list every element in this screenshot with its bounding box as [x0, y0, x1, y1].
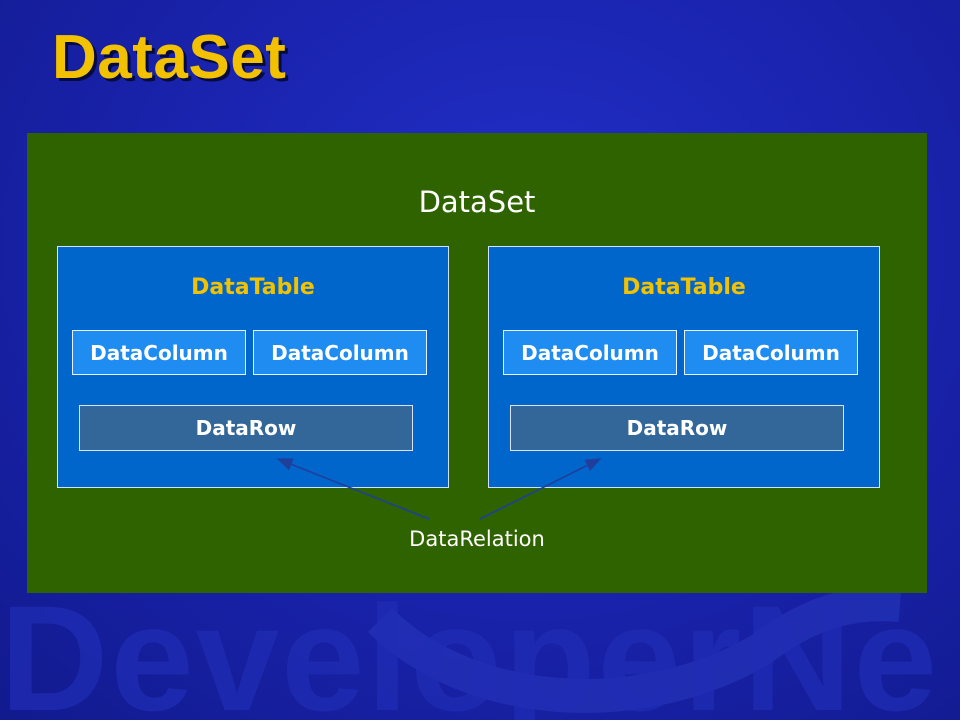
relation-arrow-right	[479, 458, 602, 520]
datatable-box-1: DataTable DataColumn DataColumn DataRow	[57, 246, 449, 488]
dataset-panel: DataSet DataTable DataColumn DataColumn …	[27, 133, 927, 593]
dataset-label: DataSet	[418, 185, 536, 219]
watermark: DeveloperNe	[0, 560, 960, 720]
datarow-box: DataRow	[79, 405, 413, 451]
relation-arrows	[276, 458, 602, 520]
datacolumn-box: DataColumn	[684, 330, 858, 375]
watermark-text: DeveloperNe	[0, 574, 939, 720]
slide-title: DataSet	[52, 23, 287, 92]
datacolumn-box: DataColumn	[253, 330, 427, 375]
datatable-title: DataTable	[191, 275, 315, 300]
datatable-box-2: DataTable DataColumn DataColumn DataRow	[488, 246, 880, 488]
datarelation-label: DataRelation	[409, 527, 545, 551]
datacolumn-box: DataColumn	[72, 330, 246, 375]
datatable-title: DataTable	[622, 275, 746, 300]
relation-arrow-left	[276, 458, 430, 520]
datarow-box: DataRow	[510, 405, 844, 451]
datacolumn-box: DataColumn	[503, 330, 677, 375]
